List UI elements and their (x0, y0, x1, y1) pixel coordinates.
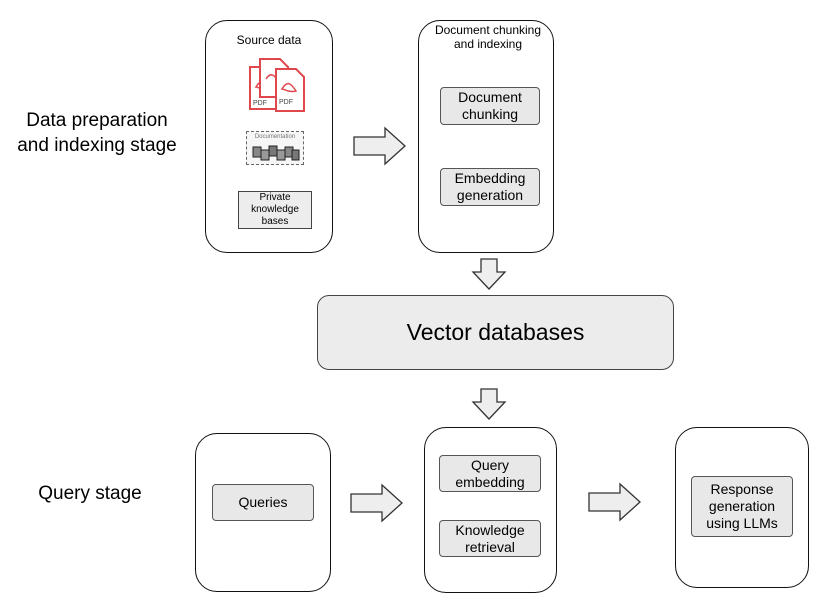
private-knowledge-bases-box: Private knowledge bases (238, 191, 312, 229)
data-prep-stage-label: Data preparation and indexing stage (17, 110, 177, 156)
response-generation-box: Response generation using LLMs (691, 476, 793, 537)
arrow-down-2 (471, 388, 507, 420)
pdf-label-back: PDF (253, 100, 267, 107)
embedding-generation-box: Embedding generation (440, 168, 540, 206)
queries-box: Queries (212, 484, 314, 521)
documents-stack-icon (252, 145, 300, 161)
pdf-file-icon-front (275, 68, 305, 112)
source-data-title: Source data (236, 33, 302, 47)
query-retrieval-panel: Query embedding Knowledge retrieval (424, 427, 557, 593)
query-stage-label: Query stage (38, 483, 142, 504)
queries-panel: Queries (195, 433, 331, 592)
document-chunking-box: Document chunking (440, 87, 540, 125)
response-generation-panel: Response generation using LLMs (675, 427, 809, 588)
documentation-image: Documentation (246, 131, 304, 165)
vector-databases-box: Vector databases (317, 295, 674, 370)
document-chunking-panel: Document chunking and indexing Document … (418, 20, 554, 253)
document-chunking-panel-title: Document chunking and indexing (434, 23, 542, 51)
arrow-right-3 (588, 482, 641, 522)
arrow-down-1 (471, 258, 507, 290)
arrow-right-1 (353, 126, 406, 166)
arrow-right-2 (350, 483, 403, 523)
documentation-caption: Documentation (254, 134, 296, 140)
query-embedding-box: Query embedding (439, 455, 541, 492)
source-data-panel: Source data PDF PDF Documentation Privat… (205, 20, 333, 253)
pdf-label-front: PDF (279, 99, 293, 106)
knowledge-retrieval-box: Knowledge retrieval (439, 520, 541, 557)
pdf-files-icon (249, 58, 305, 112)
